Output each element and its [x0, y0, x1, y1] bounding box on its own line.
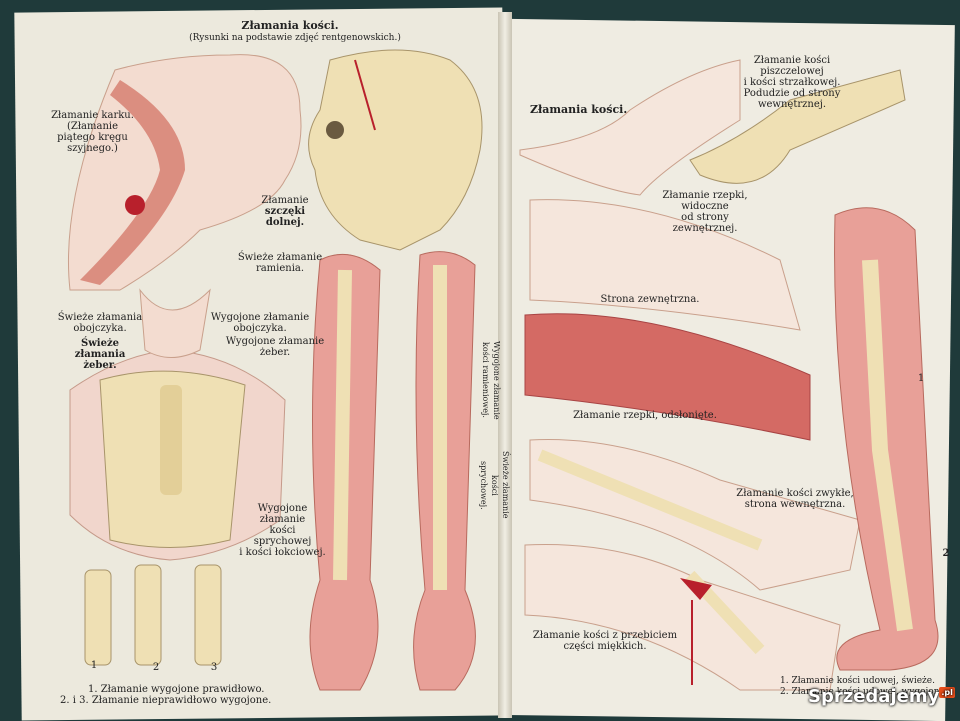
figure-number-3: 3	[210, 662, 218, 673]
shin-foot-bones-illustration	[689, 69, 906, 184]
forearm-bone-3	[194, 564, 222, 666]
left-page-subtitle: (Rysunki na podstawie zdjęć rentgenowski…	[189, 33, 401, 43]
figure-number-2: 2	[152, 662, 160, 673]
kneecap-exposed-label: Złamanie rzepki, odsłonięte.	[573, 410, 717, 421]
foot-outline-illustration	[519, 59, 741, 196]
left-page-title: Złamania kości.	[241, 19, 339, 32]
right-legend: 1. Złamanie kości udowej, świeże.2. Złam…	[780, 676, 948, 697]
sprzedajemy-watermark: Sprzedajemy.pl	[808, 686, 955, 707]
knee-exposed-illustration	[524, 313, 811, 441]
right-page-title: Złamania kości.	[530, 103, 628, 116]
outer-side-label: Strona zewnętrzna.	[600, 294, 700, 305]
skull-illustration	[308, 49, 483, 251]
book-spine	[498, 12, 512, 718]
forearm-bone-1	[84, 569, 112, 666]
knee-external-illustration	[529, 199, 801, 331]
humerus-healed-vertical-label: Wygojone złamanie kości ramieniowej.	[481, 340, 501, 420]
radius-fresh-vertical-label: Świeże złamanie kości sprychowej.	[479, 451, 510, 519]
leg-figure-number-1: 1	[917, 373, 925, 384]
forearm-bone-2	[134, 564, 162, 666]
left-legend: 1. Złamanie wygojone prawidłowo.2. i 3. …	[60, 684, 272, 706]
simple-fracture-label: Złamanie kości zwykłe,strona wewnętrzna.	[736, 488, 854, 510]
cervical-spine-illustration	[80, 80, 185, 285]
figure-number-1: 1	[90, 660, 98, 671]
leg-figure-number-2: 2	[942, 548, 950, 559]
compound-fracture-illustration	[524, 543, 841, 691]
